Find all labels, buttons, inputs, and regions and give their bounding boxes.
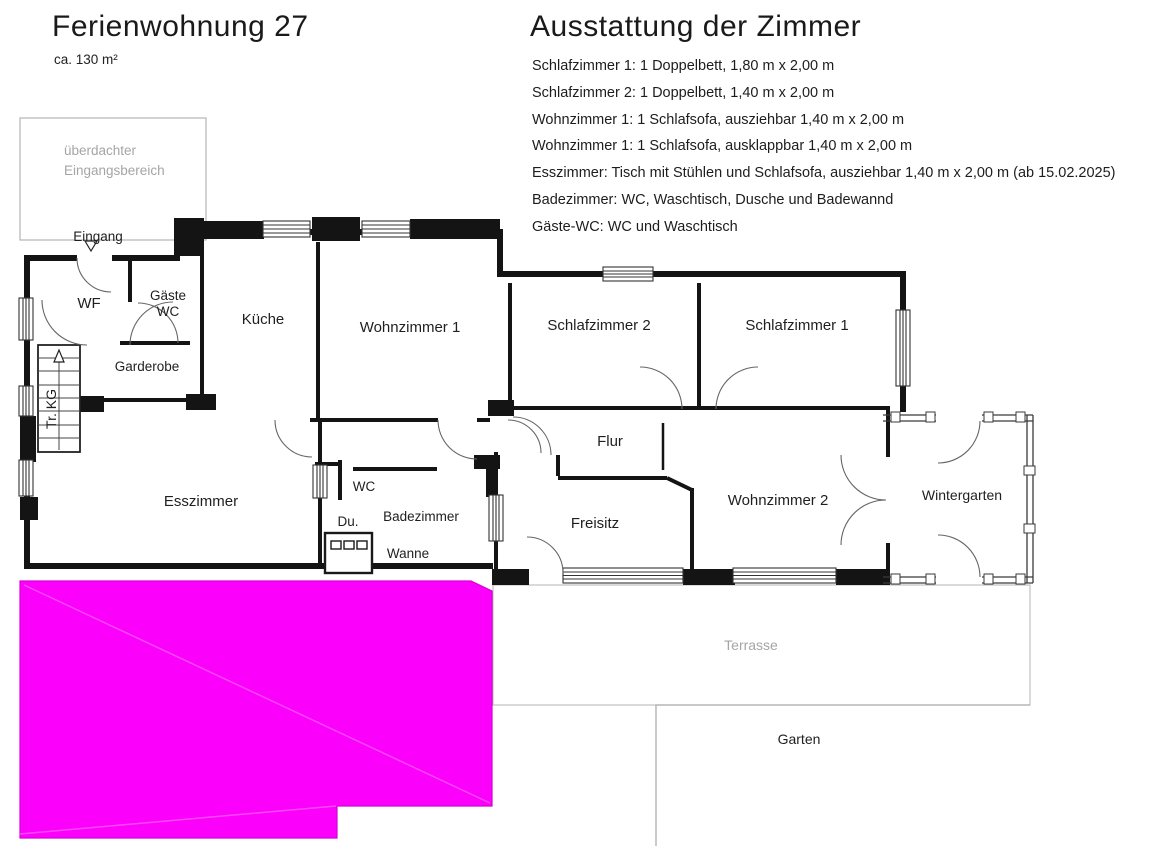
equipment-item: Badezimmer: WC, Waschtisch, Dusche und B… [532,191,894,208]
room-label-eingangsbereich: Eingangsbereich [64,163,165,178]
room-label-eingang: Eingang [73,229,123,244]
equipment-item: Esszimmer: Tisch mit Stühlen und Schlafs… [532,165,1116,182]
stair-direction-arrow-icon [53,348,65,363]
room-label-wf: WF [77,295,100,312]
highlight-polygon [19,580,493,839]
equipment-item: Wohnzimmer 1: 1 Schlafsofa, ausklappbar … [532,138,913,155]
windows [18,220,911,584]
room-label-gaeste-wc: Gäste [150,288,186,303]
equipment-title: Ausstattung der Zimmer [530,10,862,43]
room-label-badezimmer: Badezimmer [383,509,459,524]
garten-outline [655,704,1030,846]
room-label-garderobe: Garderobe [115,359,180,374]
wintergarten-glazing [883,411,1036,585]
door-arcs [41,257,981,578]
room-labels: überdachter Eingangsbereich Eingang WF G… [43,143,1002,747]
page-title: Ferienwohnung 27 [52,10,309,43]
area-label-terrasse: Terrasse [724,637,778,653]
staircase [37,344,81,453]
page-subtitle: ca. 130 m² [54,52,118,67]
room-label-schlafzimmer1: Schlafzimmer 1 [745,317,848,334]
room-label-eingangsbereich: überdachter [64,143,137,158]
entrance-canopy-outline [19,117,207,241]
equipment-item: Schlafzimmer 1: 1 Doppelbett, 1,80 m x 2… [532,58,835,74]
equipment-list: Schlafzimmer 1: 1 Doppelbett, 1,80 m x 2… [532,53,1116,241]
room-label-wohnzimmer2: Wohnzimmer 2 [728,492,829,509]
entrance-arrow-icon [83,240,99,253]
equipment-item: Gäste-WC: WC und Waschtisch [532,218,738,235]
room-label-schlafzimmer2: Schlafzimmer 2 [547,317,650,334]
highlight-region [19,580,493,839]
room-label-kueche: Küche [242,311,285,328]
room-label-wintergarten: Wintergarten [922,487,1002,503]
room-label-dusche: Du. [337,514,358,529]
room-label-treppe: Tr. KG [43,389,59,429]
equipment-item: Schlafzimmer 2: 1 Doppelbett, 1,40 m x 2… [532,84,835,101]
room-label-esszimmer: Esszimmer [164,493,238,510]
shower-tray [323,531,374,575]
wall-pillars [20,217,890,585]
room-label-freisitz: Freisitz [571,515,619,532]
room-label-gaeste-wc: WC [157,304,180,319]
equipment-item: Wohnzimmer 1: 1 Schlafsofa, ausziehbar 1… [532,111,905,128]
room-label-flur: Flur [597,433,623,450]
room-label-wohnzimmer1: Wohnzimmer 1 [360,319,461,336]
area-label-garten: Garten [778,731,821,747]
highlight-seams [19,584,491,835]
room-label-wanne: Wanne [387,546,429,561]
room-label-wc: WC [353,479,376,494]
